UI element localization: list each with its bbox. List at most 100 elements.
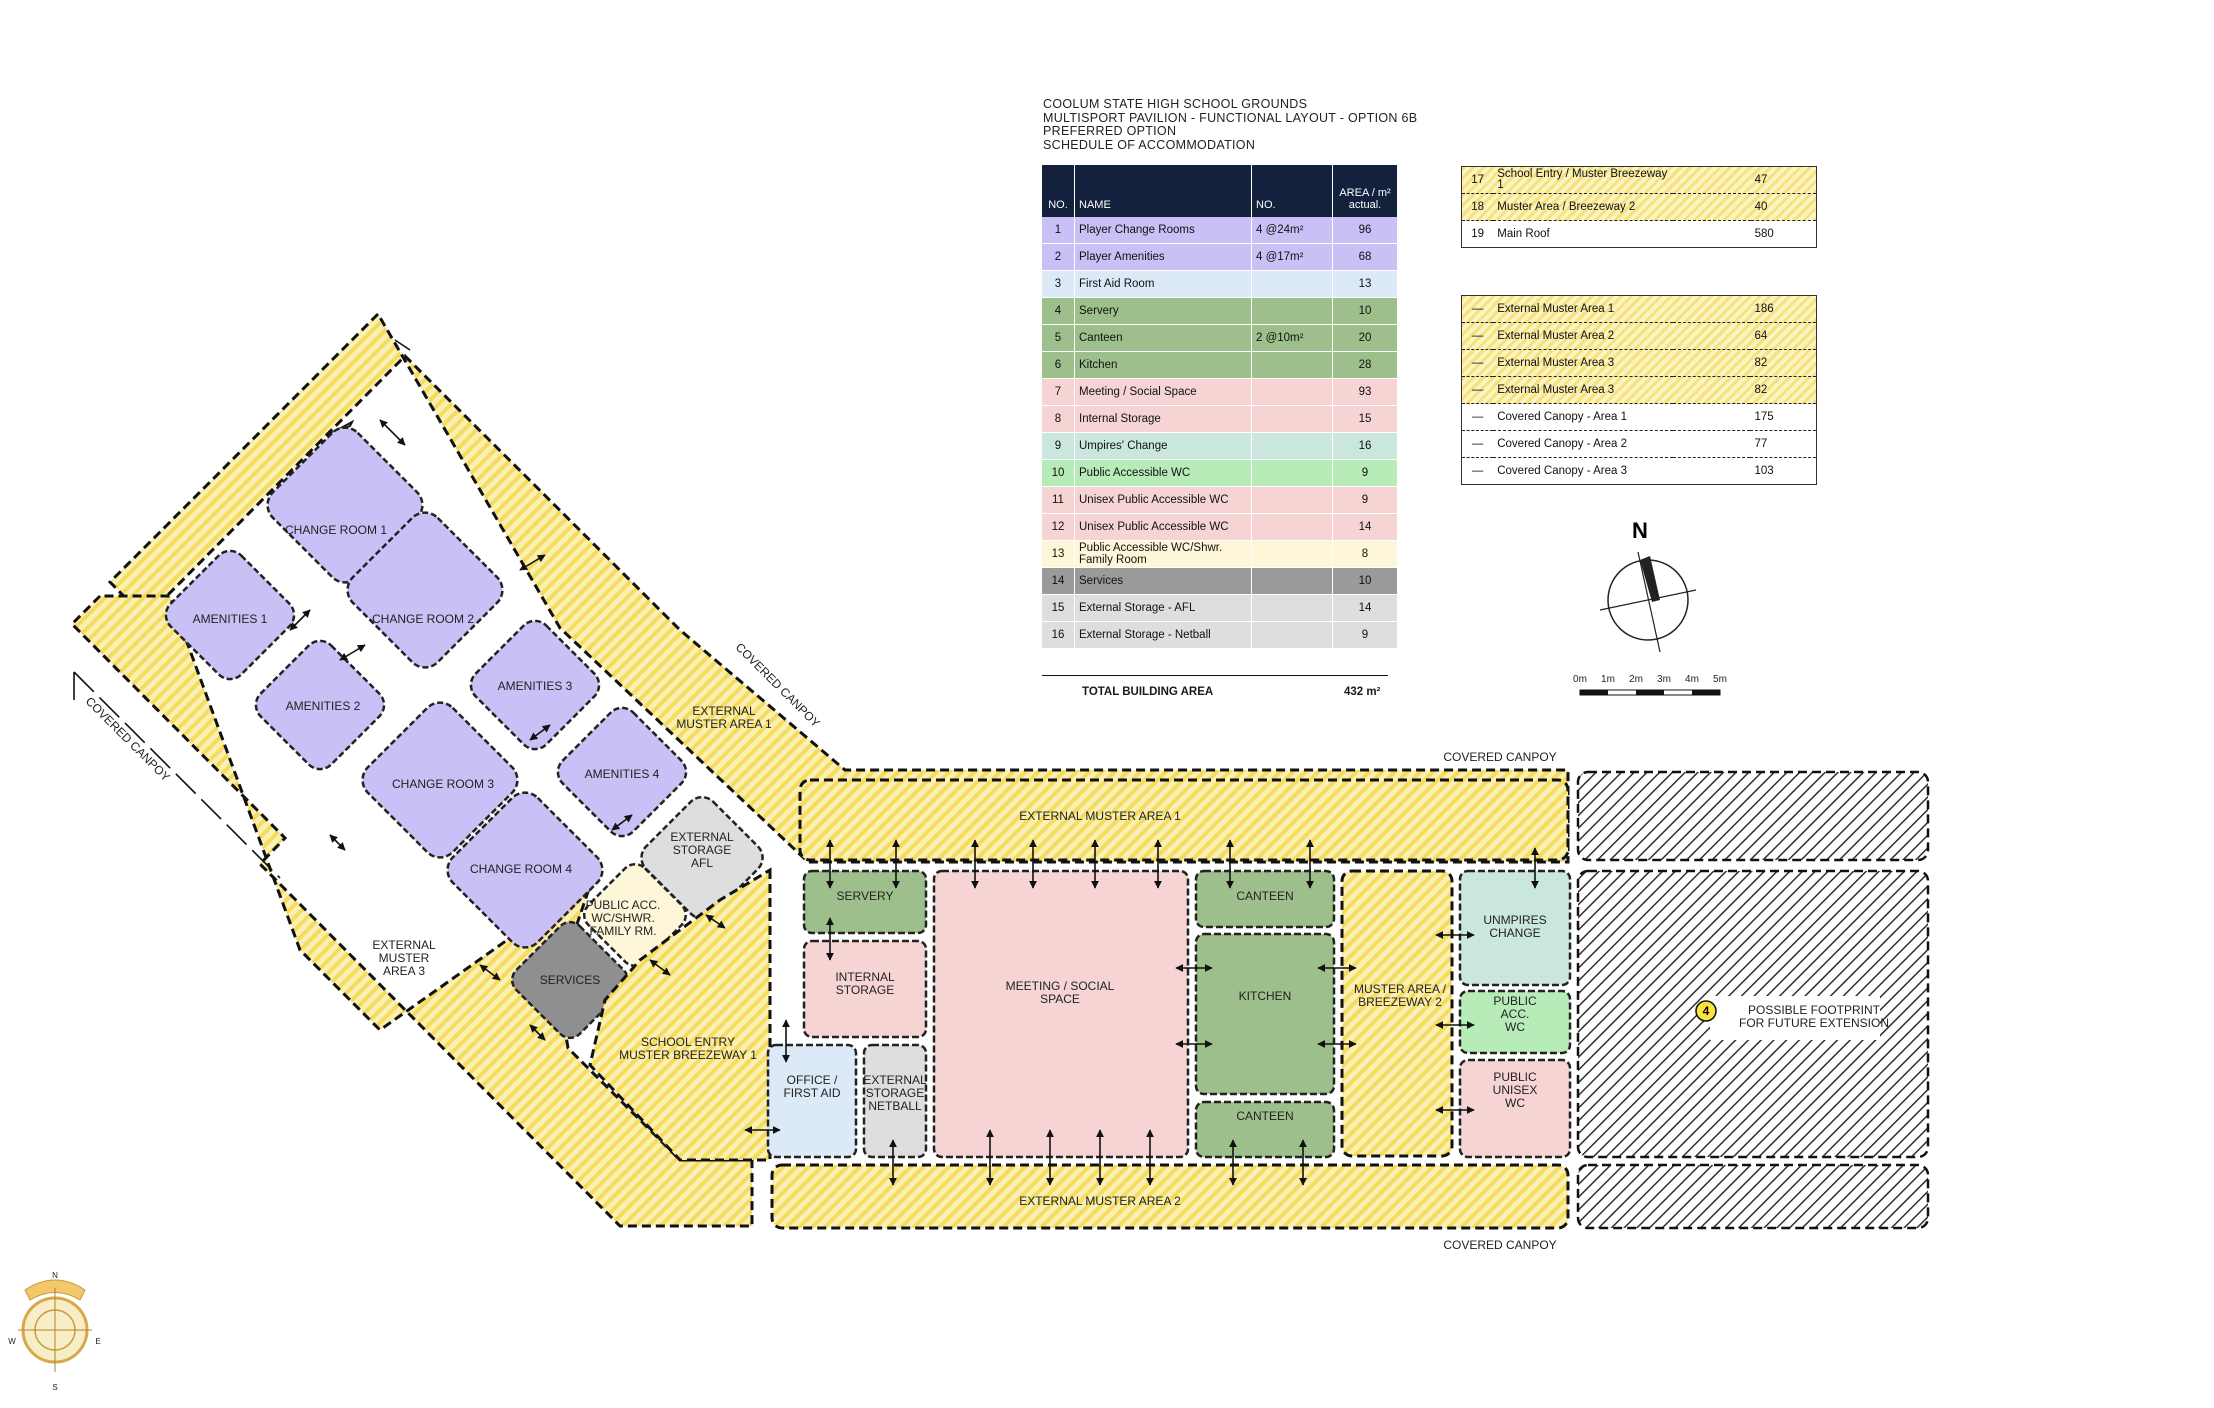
- label-future-1: POSSIBLE FOOTPRINT: [1748, 1003, 1881, 1017]
- muster-table-cell-no: —: [1461, 295, 1494, 323]
- schedule-cell-area: 10: [1332, 297, 1398, 325]
- title-line-3: PREFERRED OPTION: [1043, 124, 1177, 138]
- label-school-entry-2: MUSTER BREEZEWAY 1: [619, 1048, 757, 1062]
- schedule-cell-name: External Storage - AFL: [1074, 594, 1252, 622]
- label-office-1: OFFICE /: [787, 1073, 838, 1087]
- muster-breezeway-2: [1340, 869, 1454, 1158]
- door-arrows: [289, 419, 1539, 1186]
- muster-table-cell-no: —: [1461, 403, 1494, 431]
- label-muster-breezeway-2-1: MUSTER AREA /: [1354, 982, 1447, 996]
- label-canteen-top: CANTEEN: [1236, 889, 1293, 903]
- external-table-cell-name: School Entry / Muster Breezeway 1: [1493, 166, 1674, 194]
- muster-table-cell-area: 103: [1750, 457, 1817, 485]
- label-public-acc-wc-2: WC/SHWR.: [591, 911, 654, 925]
- schedule-cell-count: [1251, 378, 1333, 406]
- external-table-cell-name: Muster Area / Breezeway 2: [1493, 193, 1674, 221]
- office-first-aid-room: [766, 1043, 858, 1159]
- schedule-cell-name: External Storage - Netball: [1074, 621, 1252, 649]
- label-change-room-4: CHANGE ROOM 4: [470, 862, 572, 876]
- umpires-change-room: [1458, 869, 1572, 987]
- muster-table-cell-area: 64: [1750, 322, 1817, 350]
- label-public-unisex-wc-1: PUBLIC: [1493, 1070, 1537, 1084]
- title-line-4: SCHEDULE OF ACCOMMODATION: [1043, 137, 1256, 152]
- schedule-cell-name: Public Accessible WC/Shwr. Family Room: [1074, 540, 1252, 568]
- muster-table-cell-spacer: [1672, 349, 1751, 377]
- label-covered-canopy-top: COVERED CANPOY: [1443, 750, 1556, 764]
- label-meeting-2: SPACE: [1040, 992, 1080, 1006]
- header-count: NO.: [1251, 165, 1333, 217]
- compass-s: S: [52, 1383, 57, 1392]
- scale-tick-2: 2m: [1629, 674, 1643, 685]
- schedule-cell-area: 14: [1332, 594, 1398, 622]
- schedule-cell-area: 68: [1332, 243, 1398, 271]
- schedule-cell-no: 8: [1042, 405, 1075, 433]
- external-table-cell-area: 580: [1750, 220, 1817, 248]
- scale-tick-4: 4m: [1685, 674, 1699, 685]
- schedule-cell-no: 9: [1042, 432, 1075, 460]
- schedule-cell-count: [1251, 270, 1333, 298]
- label-ext-storage-netball-2: STORAGE: [866, 1086, 924, 1100]
- external-table-cell-spacer: [1673, 166, 1751, 194]
- label-internal-storage-2: STORAGE: [836, 983, 894, 997]
- schedule-cell-no: 12: [1042, 513, 1075, 541]
- muster-table-cell-no: —: [1461, 376, 1494, 404]
- muster-table-cell-area: 186: [1750, 295, 1817, 323]
- schedule-cell-area: 9: [1332, 621, 1398, 649]
- external-muster-area-2-band: [770, 1163, 1570, 1230]
- label-ext-storage-netball-1: EXTERNAL: [863, 1073, 927, 1087]
- label-ext-muster-3-2: MUSTER: [379, 951, 430, 965]
- external-table-cell-name: Main Roof: [1493, 220, 1674, 248]
- schedule-cell-area: 16: [1332, 432, 1398, 460]
- label-internal-storage-1: INTERNAL: [835, 970, 895, 984]
- label-change-room-2: CHANGE ROOM 2: [372, 612, 474, 626]
- schedule-cell-no: 6: [1042, 351, 1075, 379]
- label-ext-storage-netball-3: NETBALL: [868, 1099, 922, 1113]
- schedule-cell-count: 4 @17m²: [1251, 243, 1333, 271]
- muster-table-cell-no: —: [1461, 322, 1494, 350]
- scale-tick-3: 3m: [1657, 674, 1671, 685]
- schedule-cell-area: 9: [1332, 459, 1398, 487]
- sun-compass-icon: N S E W: [8, 1271, 100, 1392]
- schedule-cell-name: Player Amenities: [1074, 243, 1252, 271]
- schedule-cell-count: [1251, 513, 1333, 541]
- label-ext-storage-afl-2: STORAGE: [673, 843, 731, 857]
- school-entry-breezeway: [588, 867, 772, 1162]
- label-amenities-4: AMENITIES 4: [585, 767, 660, 781]
- label-public-unisex-wc-3: WC: [1505, 1096, 1525, 1110]
- meeting-social-space: [932, 869, 1190, 1159]
- future-badge-label: 4: [1703, 1004, 1710, 1018]
- schedule-cell-no: 5: [1042, 324, 1075, 352]
- muster-table-cell-spacer: [1672, 430, 1751, 458]
- schedule-cell-area: 10: [1332, 567, 1398, 595]
- external-muster-area-1-band: [798, 778, 1570, 862]
- amenities-1: [164, 549, 296, 681]
- schedule-cell-area: 14: [1332, 513, 1398, 541]
- schedule-cell-area: 28: [1332, 351, 1398, 379]
- label-ext-storage-afl-3: AFL: [691, 856, 713, 870]
- schedule-cell-area: 93: [1332, 378, 1398, 406]
- schedule-cell-no: 16: [1042, 621, 1075, 649]
- external-muster-area-3-diagonal: [69, 594, 754, 1228]
- schedule-cell-name: First Aid Room: [1074, 270, 1252, 298]
- total-label: TOTAL BUILDING AREA: [1082, 686, 1214, 698]
- label-servery: SERVERY: [837, 889, 894, 903]
- compass-e: E: [95, 1337, 100, 1346]
- schedule-cell-no: 15: [1042, 594, 1075, 622]
- schedule-cell-count: [1251, 432, 1333, 460]
- label-amenities-1: AMENITIES 1: [193, 612, 268, 626]
- label-change-room-1: CHANGE ROOM 1: [285, 523, 387, 537]
- label-public-acc-wc-2-1: PUBLIC: [1493, 994, 1537, 1008]
- label-public-acc-wc-3: FAMILY RM.: [590, 924, 657, 938]
- label-services: SERVICES: [540, 973, 600, 987]
